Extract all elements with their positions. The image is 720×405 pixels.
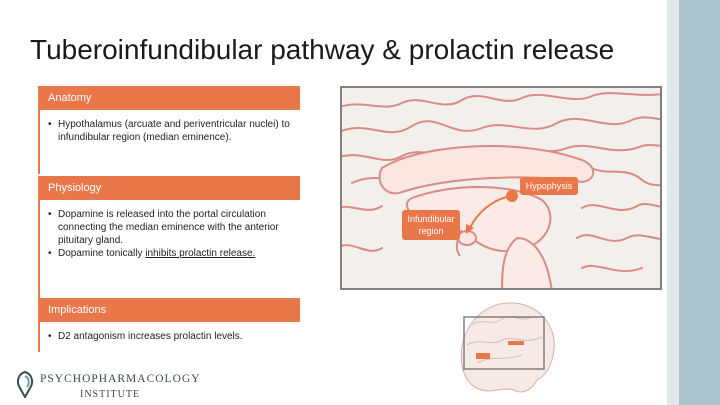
bullet-item: •Hypothalamus (arcuate and periventricul… [48,119,290,143]
brain-diagram [340,86,662,290]
bullet-item: •D2 antagonism increases prolactin level… [48,331,243,342]
section-header-anatomy: Anatomy [38,86,300,110]
logo-text-line1: PSYCHOPHARMACOLOGY [40,373,201,385]
label-hypophysis: Hypophysis [520,177,578,195]
section-header-implications: Implications [38,298,300,322]
section-anatomy: Anatomy •Hypothalamus (arcuate and periv… [38,86,300,174]
anatomy-bullets: •Hypothalamus (arcuate and periventricul… [38,110,300,144]
logo-text-line2: INSTITUTE [80,389,141,400]
section-bracket [38,110,40,174]
section-header-physiology: Physiology [38,176,300,200]
section-implications: Implications •D2 antagonism increases pr… [38,298,300,352]
brain-thumbnail [460,302,555,393]
underlined-text: inhibits prolactin release. [145,248,256,259]
label-infundibular-region: Infundibular region [402,210,460,240]
brain-illustration [342,88,660,288]
section-physiology: Physiology •Dopamine is released into th… [38,176,300,300]
physiology-bullets: •Dopamine is released into the portal ci… [38,200,300,260]
right-accent-bar [667,0,720,405]
institute-logo-icon [16,370,34,398]
bullet-item: •Dopamine tonically inhibits prolactin r… [48,248,256,259]
bullet-item: •Dopamine is released into the portal ci… [48,209,279,246]
section-bracket [38,322,40,352]
implications-bullets: •D2 antagonism increases prolactin level… [38,322,300,343]
slide-title: Tuberoinfundibular pathway & prolactin r… [30,34,615,65]
section-bracket [38,200,40,300]
right-accent-bar-inner [667,0,679,405]
